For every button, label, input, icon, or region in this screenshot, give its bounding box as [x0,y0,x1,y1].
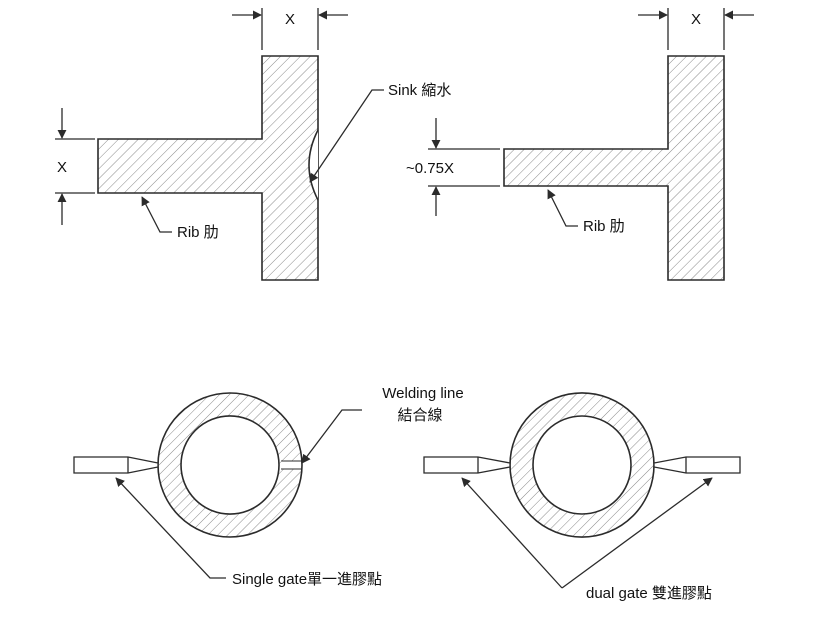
top-thickness-dimension-right [638,8,754,50]
sink-leader [309,89,384,183]
top-thickness-label: X [285,11,295,28]
gate-nozzle-single [73,456,159,474]
dual-gate-leader-right [561,477,713,589]
rib-full-thickness-figure: X X Sink 縮水 Rib 肋 [55,8,451,281]
reduced-rib-thickness-label: ~0.75X [406,160,454,177]
ring-part-single [157,392,303,538]
rib-thickness-label: X [57,159,67,176]
single-gate-figure [73,392,303,538]
dual-gate-label: dual gate 雙進膠點 [586,585,712,602]
dual-gate-figure [423,392,741,538]
top-thickness-label-right: X [691,11,701,28]
welding-line-label-cn: 結合線 [397,407,442,424]
rib-leader-right [547,189,578,227]
t-joint-body [503,55,725,281]
ring-part-dual [509,392,655,538]
single-gate-label: Single gate單一進膠點 [232,571,382,588]
rib-label-right: Rib 肋 [583,218,625,235]
gate-nozzle-right [653,456,741,474]
dual-gate-leader-left [461,477,563,589]
single-gate-leader [115,477,226,579]
t-joint-body-with-sink [97,55,319,281]
sink-label: Sink 縮水 [388,82,451,99]
rib-leader-left [141,196,172,233]
welding-line-leader [301,409,362,464]
rib-reduced-thickness-figure: X ~0.75X Rib 肋 [406,8,754,281]
rib-label-left: Rib 肋 [177,224,219,241]
rib-thickness-dimension [55,108,95,225]
top-thickness-dimension [232,8,348,50]
gate-nozzle-left [423,456,511,474]
welding-line-label: Welding line [382,385,463,402]
reduced-rib-thickness-dimension [428,118,500,216]
